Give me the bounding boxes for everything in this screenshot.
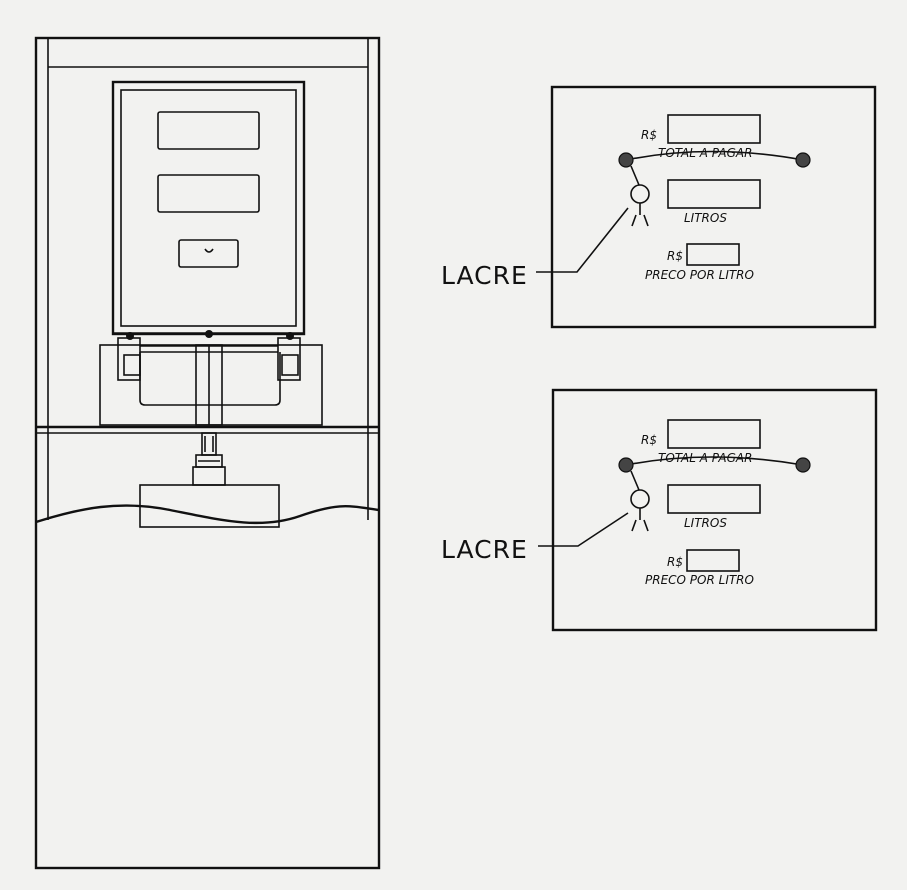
seal-screw-left-icon — [618, 152, 634, 168]
display-housing — [111, 80, 306, 336]
seal-screw-left-icon — [618, 457, 634, 473]
seal-tag-icon — [631, 203, 649, 227]
seal-screw-right-icon — [795, 152, 811, 168]
display-panel-1: R$ TOTAL A PAGAR LITROS R$ PRECO POR LIT… — [441, 85, 877, 329]
total-to-pay-label: TOTAL A PAGAR — [658, 146, 752, 160]
currency-price-label: R$ — [667, 555, 683, 569]
total-window — [667, 419, 761, 449]
seal-disc-icon — [630, 184, 650, 204]
seal-wire — [625, 150, 804, 161]
pump-base-block — [139, 484, 280, 528]
total-to-pay-label: TOTAL A PAGAR — [658, 451, 752, 465]
display-window-total — [157, 111, 260, 150]
seal-screw-right-icon — [795, 457, 811, 473]
liters-window — [667, 484, 761, 514]
seal-leader-line — [536, 207, 629, 273]
total-window — [667, 114, 761, 144]
pump-cabinet-outline — [34, 36, 381, 870]
liters-window — [667, 179, 761, 209]
display-window-liters — [157, 174, 260, 213]
shaft-coupling — [192, 432, 226, 486]
price-per-liter-label: PRECO POR LITRO — [645, 573, 754, 587]
seal-disc-icon — [630, 489, 650, 509]
currency-total-label: R$ — [641, 433, 657, 447]
break-line — [35, 504, 380, 525]
price-window-mark — [204, 248, 214, 253]
seal-tag-icon — [631, 508, 649, 532]
seal-leader-line — [538, 512, 629, 547]
seal-hang-wire — [630, 165, 640, 186]
pump-front-elevation — [34, 36, 381, 870]
liters-label: LITROS — [684, 211, 727, 225]
display-window-price — [178, 239, 239, 268]
price-window — [686, 243, 740, 266]
panel-frame — [551, 388, 878, 632]
price-window — [686, 549, 740, 572]
panel-frame — [550, 85, 877, 329]
currency-price-label: R$ — [667, 249, 683, 263]
display-panel-2: R$ TOTAL A PAGAR LITROS R$ PRECO POR LIT… — [441, 388, 878, 632]
seal-hang-wire — [630, 470, 640, 491]
liters-label: LITROS — [684, 516, 727, 530]
display-mounting-bracket — [99, 330, 323, 426]
price-per-liter-label: PRECO POR LITRO — [645, 268, 754, 282]
display-housing-inner — [120, 89, 297, 327]
seal-wire — [625, 456, 804, 466]
seal-callout-label: LACRE — [441, 535, 528, 564]
seal-callout-label: LACRE — [441, 261, 528, 290]
currency-total-label: R$ — [641, 128, 657, 142]
